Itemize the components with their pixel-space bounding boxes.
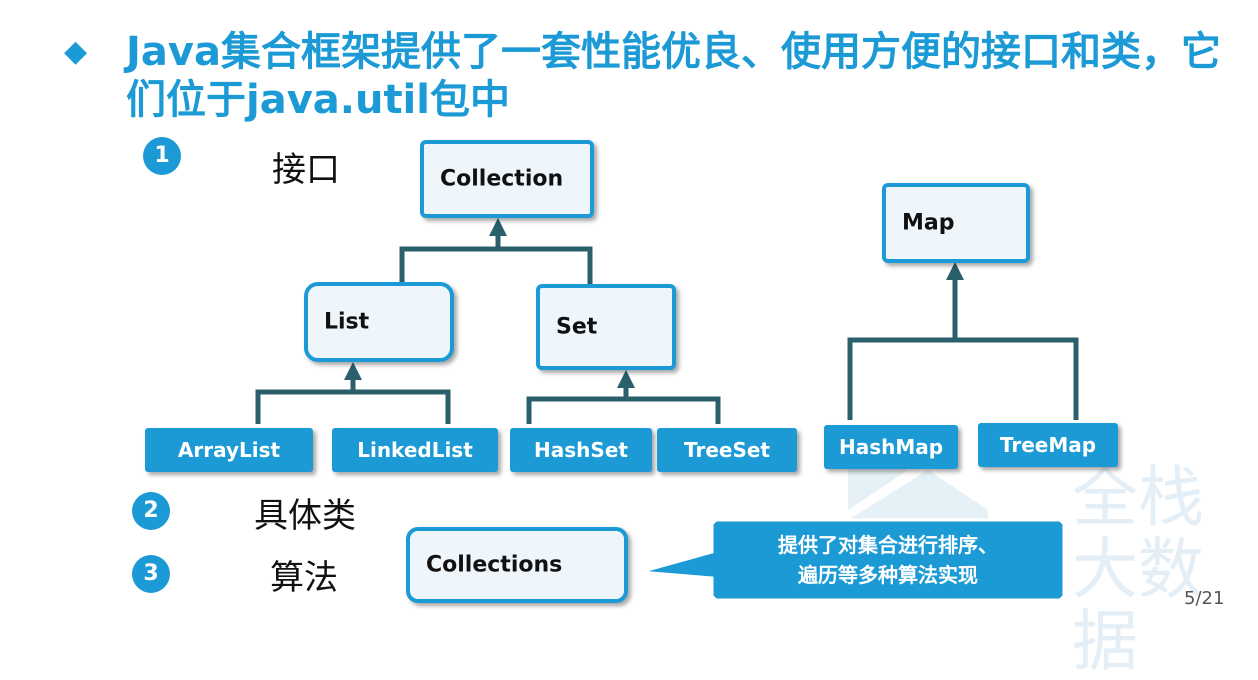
hierarchy-connectors: [255, 218, 1079, 602]
arrow-to-collection-icon: [489, 218, 507, 236]
collections-utility-box: Collections: [406, 527, 628, 603]
algorithm-callout-text: 提供了对集合进行排序、 遍历等多种算法实现: [718, 522, 1058, 598]
map-interface-box: Map: [882, 183, 1030, 263]
hashmap-class-box: HashMap: [824, 425, 958, 469]
collection-interface-box: Collection: [420, 140, 594, 218]
arraylist-class-box: ArrayList: [145, 428, 313, 472]
list-label: List: [324, 309, 370, 335]
treemap-class-box: TreeMap: [978, 423, 1118, 467]
set-interface-box: Set: [536, 284, 676, 370]
section-number-2: 2: [132, 492, 170, 530]
arrow-to-map-icon: [946, 262, 964, 280]
section-label-algorithms: 算法: [270, 558, 338, 598]
callout-line-2: 遍历等多种算法实现: [798, 563, 978, 587]
hashset-class-box: HashSet: [510, 428, 652, 472]
list-interface-box: List: [304, 282, 454, 362]
treeset-class-box: TreeSet: [657, 428, 797, 472]
callout-line-1: 提供了对集合进行排序、: [778, 533, 998, 557]
slide-title-text: Java集合框架提供了一套性能优良、使用方便的接口和类，它们位于java.uti…: [126, 29, 1221, 123]
section-number-1: 1: [143, 137, 181, 175]
page-number: 5/21: [1184, 588, 1225, 609]
map-label: Map: [902, 210, 955, 236]
linkedlist-class-box: LinkedList: [332, 428, 498, 472]
set-label: Set: [556, 314, 598, 340]
section-number-3: 3: [132, 555, 170, 593]
section-label-interfaces: 接口: [272, 150, 340, 190]
watermark-line-1: 全栈: [1072, 459, 1204, 536]
collections-label: Collections: [426, 552, 563, 578]
arrow-to-set-icon: [617, 370, 635, 388]
callout-bubble: [639, 518, 1066, 602]
diamond-bullet-icon: ◆: [64, 34, 88, 69]
collection-label: Collection: [440, 166, 564, 192]
section-label-classes: 具体类: [254, 496, 356, 536]
arrow-to-list-icon: [344, 362, 362, 380]
